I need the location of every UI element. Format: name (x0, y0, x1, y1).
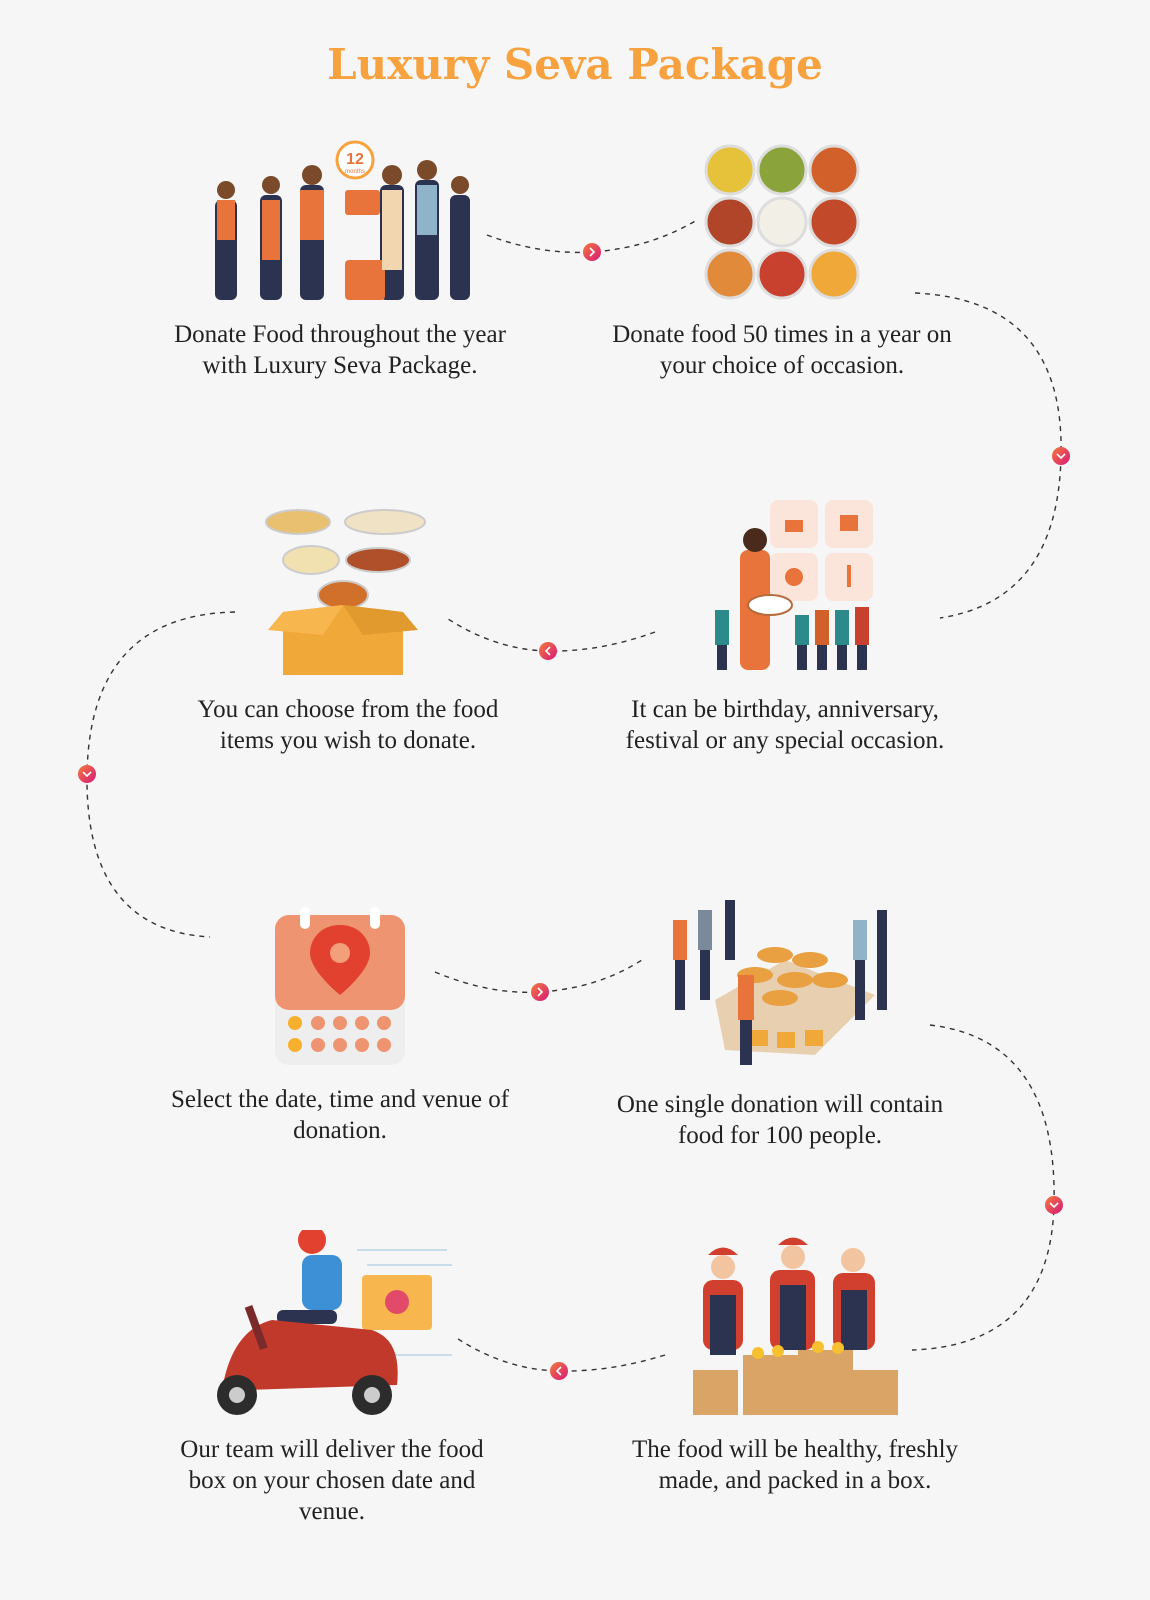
page-title: Luxury Seva Package (327, 40, 823, 89)
step-8: Our team will deliver the food box on yo… (162, 1230, 502, 1527)
connector-1-2 (486, 219, 698, 254)
step-caption: One single donation will contain food fo… (616, 1091, 944, 1149)
connector-7-8 (454, 1336, 666, 1372)
food-bowls-grid-icon (704, 144, 859, 300)
crowd-food-table-icon (673, 900, 887, 1065)
step-caption: Donate Food throughout the year with Lux… (174, 321, 506, 379)
family-donating-icon: 12 months (215, 140, 470, 300)
connector-2-3 (914, 292, 1062, 619)
step-7: The food will be healthy, freshly made, … (625, 1235, 965, 1496)
chevron-down-dot-icon (78, 765, 96, 783)
step-caption: The food will be healthy, freshly made, … (631, 1436, 959, 1494)
step-caption: Our team will deliver the food box on yo… (180, 1436, 484, 1525)
chevron-down-dot-icon (1052, 447, 1070, 465)
chevron-left-dot-icon (539, 642, 557, 660)
step-caption: Donate food 50 times in a year on your c… (612, 321, 952, 379)
chevron-right-dot-icon (583, 243, 601, 261)
occasion-woman-children-icon (715, 500, 873, 670)
food-box-icon (265, 509, 426, 675)
connector-5-6 (434, 957, 646, 994)
step-caption: You can choose from the food items you w… (197, 696, 499, 754)
step-5: Select the date, time and venue of donat… (170, 905, 510, 1146)
step-4: You can choose from the food items you w… (178, 500, 518, 756)
delivery-scooter-icon (217, 1230, 452, 1415)
chevron-right-dot-icon (531, 983, 549, 1001)
step-3: It can be birthday, anniversary, festiva… (615, 495, 955, 756)
step-caption: It can be birthday, anniversary, festiva… (625, 696, 945, 754)
chevron-left-dot-icon (550, 1362, 568, 1380)
chefs-packing-icon (692, 1237, 898, 1415)
step-6: One single donation will contain food fo… (610, 880, 950, 1151)
badge-months-number: 12 (346, 151, 364, 168)
step-1: 12 months Donate Food throughout the yea… (170, 140, 510, 381)
badge-months-label: months (345, 169, 365, 175)
calendar-location-icon (275, 907, 405, 1065)
chevron-down-dot-icon (1045, 1196, 1063, 1214)
step-caption: Select the date, time and venue of donat… (170, 1086, 510, 1144)
connector-3-4 (444, 616, 656, 652)
step-2: Donate food 50 times in a year on your c… (612, 140, 952, 381)
